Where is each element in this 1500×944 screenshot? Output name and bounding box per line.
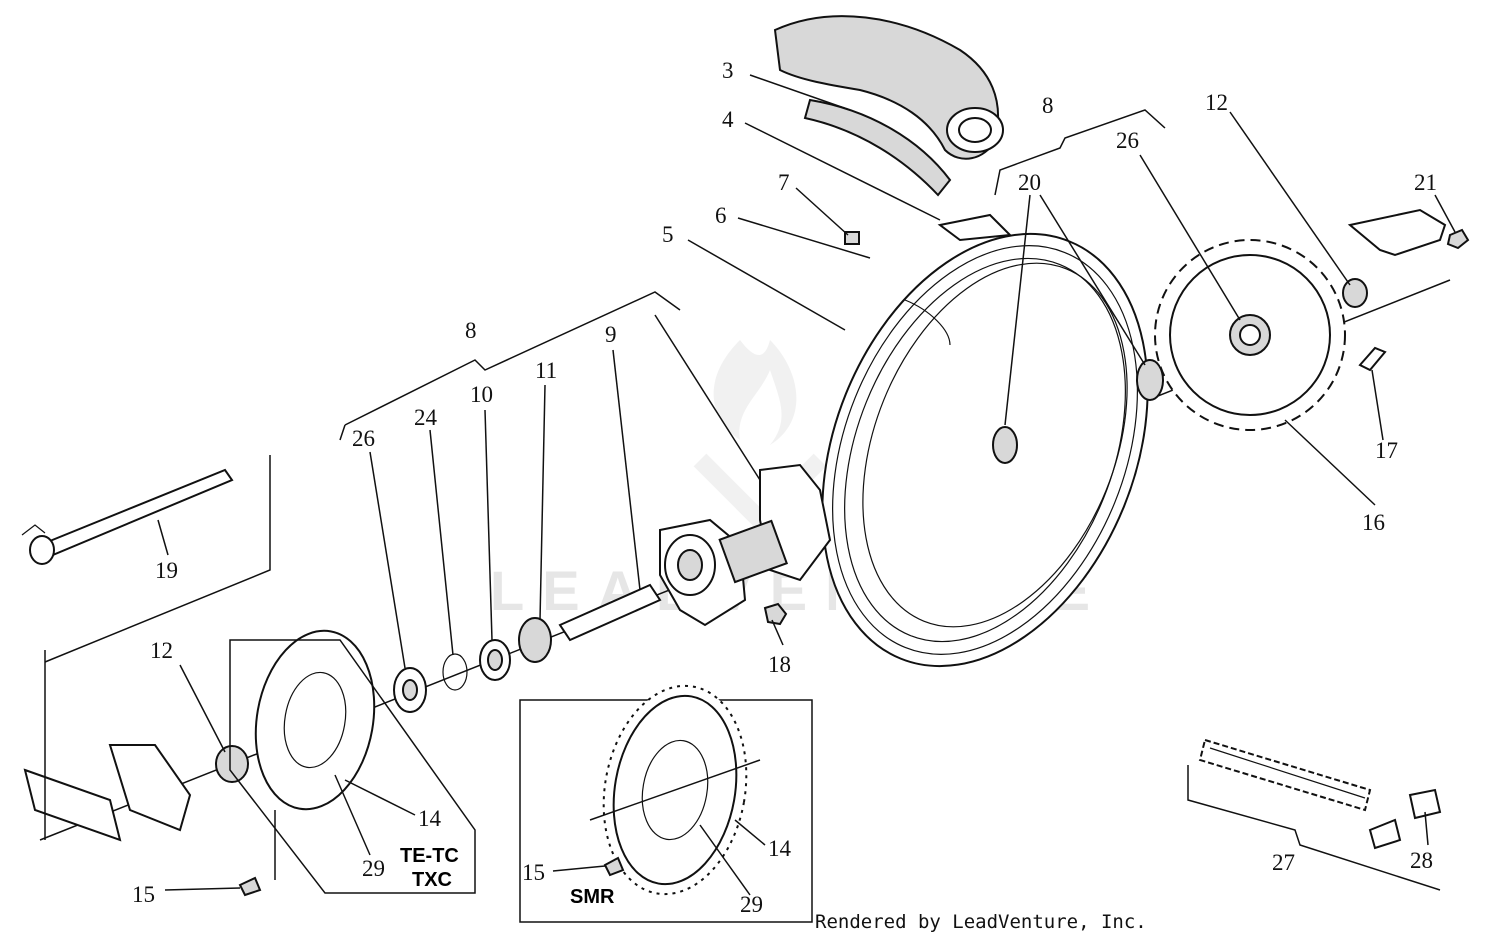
disc-bolt-smr [603,856,625,877]
brake-disc-wave [254,629,376,811]
leader-12-left [179,664,226,753]
seal-left-inner [402,679,418,701]
axle-nut [1446,228,1470,250]
callout-10: 10 [470,382,493,407]
callout-14-a: 14 [418,806,442,831]
spacer-left [215,745,249,783]
callout-29-b: 29 [740,892,763,917]
bracket-axle [44,455,271,663]
chain-adjuster-left [108,744,192,832]
leader-26-right [1139,154,1241,321]
valve-nut [937,213,1013,242]
leader-24 [429,429,454,656]
callout-28: 28 [1410,848,1433,873]
spacer-tube [558,583,662,642]
footer-credit: Rendered by LeadVenture, Inc. [815,911,1147,933]
callout-26-left: 26 [352,426,375,451]
bracket-8-left-a [339,424,346,441]
sprocket [1154,239,1346,431]
callout-27: 27 [1272,850,1295,875]
callout-11: 11 [535,358,557,383]
callout-24: 24 [414,405,438,430]
callout-19: 19 [155,558,178,583]
callout-3: 3 [722,58,734,83]
leader-20a [1004,194,1031,426]
leader-26-left [369,451,406,669]
disc-bolt-left [238,876,262,897]
circlip [442,653,468,691]
callout-29-a: 29 [362,856,385,881]
rim-band [803,98,952,197]
leader-5 [687,239,846,331]
sprocket-bolt [1358,346,1387,372]
leader-3 [749,74,851,111]
callout-20: 20 [1018,170,1041,195]
leader-6 [737,217,871,259]
axle [21,468,234,565]
callout-6: 6 [715,203,727,228]
bearing-center [992,426,1018,464]
smr-axis-line [589,759,761,821]
hub-nut [763,602,788,626]
leader-18 [771,619,784,646]
bracket-27 [1187,765,1441,891]
callout-17: 17 [1375,438,1398,463]
leader-15a [164,887,241,891]
leader-4 [744,122,941,221]
variant-txc-label: TXC [412,869,452,891]
swingarm-end [23,768,122,842]
valve-cap [844,231,860,245]
leader-20b [1039,194,1146,366]
master-link-clip [1368,818,1402,850]
callout-14-b: 14 [768,836,792,861]
leader-7 [795,187,849,236]
callout-15-b: 15 [522,860,545,885]
chain [1198,738,1372,812]
leader-10 [484,409,493,641]
callout-7: 7 [778,170,790,195]
callout-9: 9 [605,322,617,347]
callout-4: 4 [722,107,734,132]
bracket-8-left [344,291,681,426]
hub [659,463,832,627]
leader-9 [612,349,641,591]
te-tc-box [229,639,476,894]
callout-26-right: 26 [1116,128,1139,153]
callout-12-left: 12 [150,638,173,663]
leader-14b [734,819,766,846]
bracket-8-top [994,109,1166,196]
leader-16 [1284,419,1376,506]
leader-28 [1424,811,1429,846]
leader-12-right [1229,111,1351,286]
bearing-right [1136,359,1164,401]
spacer-right [1342,278,1368,308]
callout-8-top: 8 [1042,93,1054,118]
leader-21 [1434,194,1456,233]
callout-8-left: 8 [465,318,477,343]
leader-17 [1371,369,1384,441]
leader-15b [552,865,606,872]
leader-19 [157,519,169,556]
spoke-nipple [904,299,951,346]
leader-29a [334,774,371,856]
callout-21: 21 [1414,170,1437,195]
callout-16: 16 [1362,510,1385,535]
tire [773,15,1004,160]
bearing-left-inner [487,649,503,671]
leader-14a [344,779,416,816]
callout-18: 18 [768,652,791,677]
callout-5: 5 [662,222,674,247]
leader-29b [699,824,751,896]
callout-15-a: 15 [132,882,155,907]
chain-adjuster-right [1347,208,1447,257]
leader-11 [539,384,546,621]
variant-te-tc-label: TE-TC [400,845,459,867]
leader-9b [654,314,761,481]
master-link [1408,788,1442,820]
seal [518,617,552,663]
rim [821,232,1149,668]
variant-smr-label: SMR [570,886,615,908]
callout-12-right: 12 [1205,90,1228,115]
